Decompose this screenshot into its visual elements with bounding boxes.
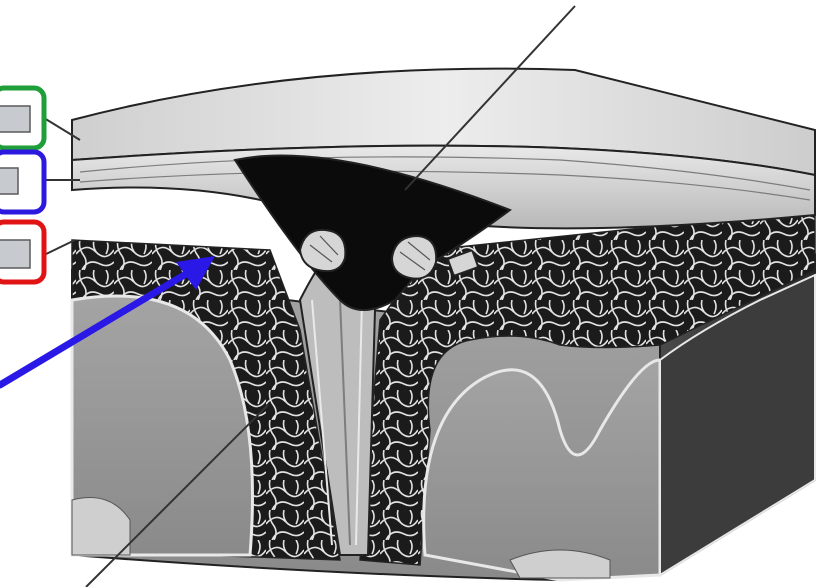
arachnoid-granulation-left <box>300 230 345 271</box>
label-box-1[interactable] <box>0 88 44 148</box>
leader-line-3 <box>44 240 75 255</box>
label-box-3[interactable] <box>0 222 44 282</box>
label-box-2[interactable] <box>0 152 44 212</box>
